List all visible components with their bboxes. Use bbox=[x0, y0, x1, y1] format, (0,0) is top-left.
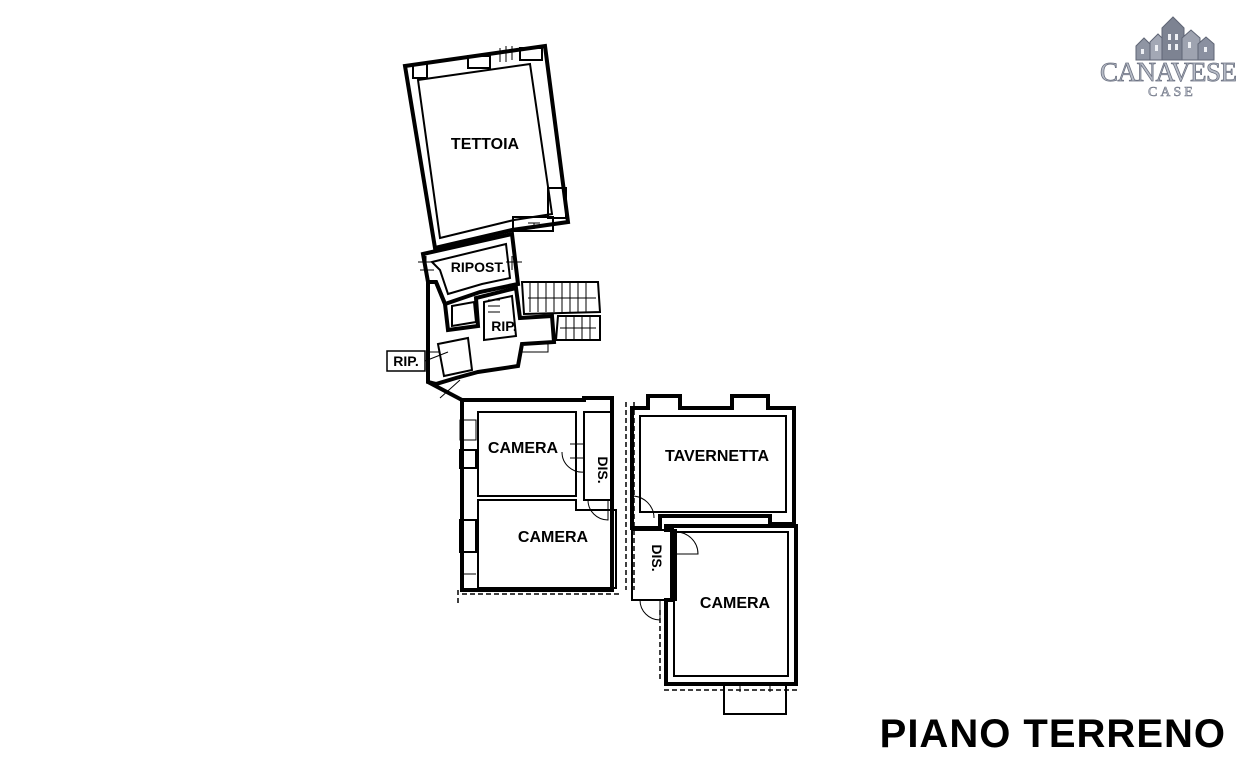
floor-title: PIANO TERRENO bbox=[879, 712, 1226, 756]
room-label-tavernetta: TAVERNETTA bbox=[665, 448, 769, 465]
room-label-ripostiglio: RIPOST. bbox=[451, 259, 505, 275]
room-label-camera-2: CAMERA bbox=[518, 529, 589, 546]
upper-annex bbox=[402, 43, 602, 402]
rip-callout: RIP. bbox=[386, 350, 449, 372]
room-label-dis-1: DIS. bbox=[595, 456, 611, 483]
canavese-case-logo: CANAVESE CASE bbox=[1100, 16, 1237, 100]
room-label-dis-2: DIS. bbox=[649, 544, 665, 571]
lower-block bbox=[457, 394, 798, 715]
room-label-rip-2: RIP. bbox=[393, 353, 418, 369]
room-label-tettoia: TETTOIA bbox=[451, 136, 520, 153]
houses-icon bbox=[1135, 16, 1215, 61]
logo-name: CANAVESE bbox=[1100, 57, 1237, 87]
room-label-camera-1: CAMERA bbox=[488, 440, 559, 457]
room-label-rip-1: RIP. bbox=[491, 318, 516, 334]
room-label-camera-3: CAMERA bbox=[700, 595, 771, 612]
stairs-upper bbox=[520, 281, 602, 341]
logo-sub: CASE bbox=[1148, 85, 1196, 100]
